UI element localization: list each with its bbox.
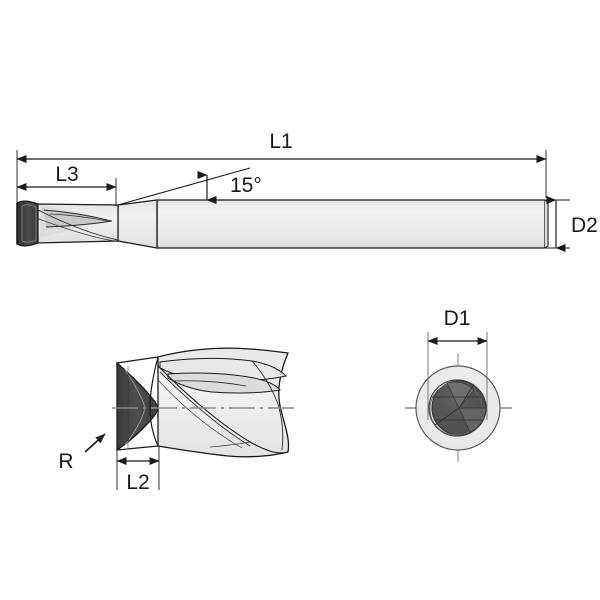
cutting-tip-inner-edge — [21, 204, 37, 243]
detail-face-top-bottom — [116, 356, 159, 451]
dimension-radius: R — [58, 433, 106, 473]
dimension-d2: D2 — [546, 196, 598, 252]
d1-label: D1 — [444, 307, 471, 330]
head-flute-line-b — [37, 209, 119, 241]
head-flute-upper — [43, 209, 113, 228]
radius-label: R — [58, 450, 73, 473]
head-flute-line-a — [49, 213, 109, 222]
end-view-edge-line-diag — [434, 407, 460, 426]
l3-label: L3 — [55, 163, 78, 186]
dimension-l3: L3 — [16, 163, 117, 206]
detail-view — [112, 347, 296, 458]
l1-label: L1 — [269, 130, 292, 153]
radius-leader-arrow — [84, 433, 106, 453]
end-view — [405, 353, 512, 462]
detail-helix-edge-4 — [251, 360, 284, 451]
head-flute-line-c — [35, 217, 115, 242]
d2-label: D2 — [571, 214, 598, 237]
side-view: 15° — [16, 167, 549, 249]
detail-helix-edge-3 — [157, 379, 243, 449]
detail-flute-line-a — [171, 380, 247, 387]
detail-helix-edge-1 — [157, 365, 289, 454]
end-view-edge-line-diag2 — [458, 383, 475, 409]
cutting-tip — [16, 200, 39, 247]
dimension-l1: L1 — [16, 130, 547, 205]
detail-helix-edge-2 — [159, 371, 251, 447]
taper-angle-reference-line — [117, 167, 251, 206]
neck-taper — [117, 199, 158, 249]
shank-body — [156, 199, 546, 249]
end-view-flute-b — [446, 381, 475, 409]
shank-end-face — [544, 199, 549, 249]
detail-face-edge — [149, 356, 159, 447]
detail-helix-edge-5 — [209, 441, 251, 448]
angle-label: 15° — [230, 174, 262, 197]
dimension-d1: D1 — [427, 307, 488, 420]
dimension-l2: L2 — [116, 446, 160, 494]
l2-label: L2 — [126, 471, 149, 494]
